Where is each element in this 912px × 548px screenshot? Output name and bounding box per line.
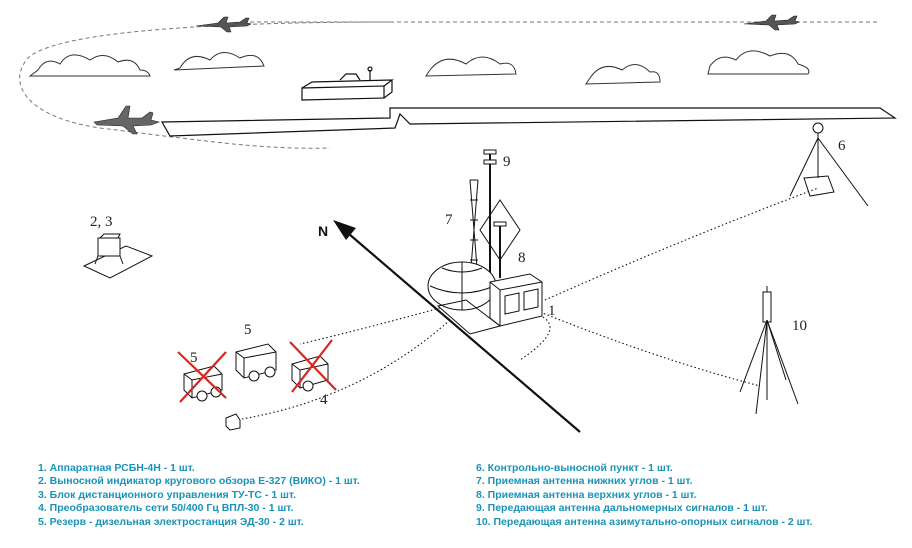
airplane-icon — [195, 16, 252, 33]
airplane-on-runway-icon — [93, 105, 161, 135]
legend-item-8: 8. Приемная антенна верхних углов - 1 шт… — [476, 488, 697, 501]
callout-8: 8 — [518, 250, 526, 266]
remote-indicator-unit — [82, 233, 154, 279]
callout-1: 1 — [548, 303, 556, 319]
callout-9: 9 — [503, 154, 511, 170]
small-box — [225, 413, 241, 431]
flight-circuit-dashed — [19, 21, 391, 149]
legend-item-9: 9. Передающая антенна дальномерных сигна… — [476, 502, 768, 515]
clouds — [28, 50, 810, 85]
cable-lines — [235, 187, 819, 421]
legend-item-2: 2. Выносной индикатор кругового обзора Е… — [38, 475, 360, 488]
legend-left-column: 1. Аппаратная РСБН-4Н - 1 шт. 2. Выносно… — [38, 462, 360, 529]
legend-item-6: 6. Контрольно-выносной пункт - 1 шт. — [476, 462, 673, 474]
diesel-generator-reserve — [235, 343, 277, 382]
north-arrow — [333, 220, 581, 433]
callout-5: 5 — [244, 322, 252, 338]
callout-5-crossed: 5 — [190, 350, 198, 366]
legend-item-1: 1. Аппаратная РСБН-4Н - 1 шт. — [38, 462, 195, 474]
rsbn-station-complex — [427, 149, 543, 335]
callout-4: 4 — [320, 392, 328, 408]
callout-2-3: 2, 3 — [90, 214, 113, 230]
callout-6: 6 — [838, 138, 846, 154]
legend-right-column: 6. Контрольно-выносной пункт - 1 шт. 7. … — [476, 462, 813, 529]
legend-item-3: 3. Блок дистанционного управления ТУ-ТС … — [38, 488, 296, 501]
legend-item-10: 10. Передающая антенна азимутально-опорн… — [476, 515, 813, 528]
frequency-converter-crossed — [289, 339, 337, 393]
diesel-generator-reserve-crossed — [177, 351, 227, 403]
airplane-icon — [743, 14, 800, 31]
callout-10: 10 — [792, 318, 807, 334]
legend-item-7: 7. Приемная антенна нижних углов - 1 шт. — [476, 475, 693, 488]
legend-item-4: 4. Преобразователь сети 50/400 Гц ВПЛ-30… — [38, 502, 294, 515]
north-label: N — [318, 223, 328, 239]
control-remote-post — [789, 122, 869, 207]
runway — [160, 66, 897, 137]
callout-7: 7 — [445, 212, 453, 228]
azimuth-transmit-antenna — [739, 286, 799, 415]
radio-navigation-station-diagram: N 1 2, 3 4 5 5 6 7 8 9 10 — [19, 14, 897, 433]
legend-item-5: 5. Резерв - дизельная электростанция ЭД-… — [38, 515, 304, 528]
